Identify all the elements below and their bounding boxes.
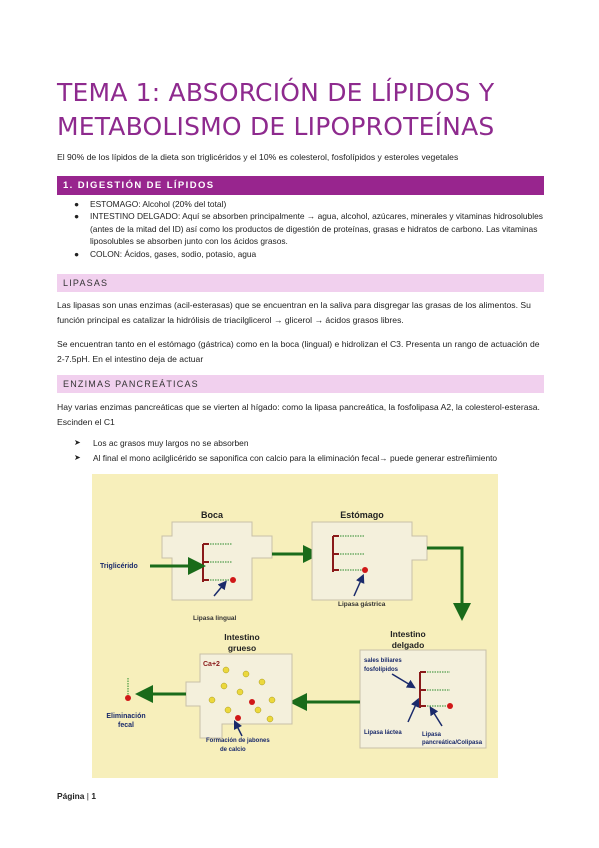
footer-label: Página xyxy=(57,791,85,801)
triglyceride-molecule-2 xyxy=(332,535,368,573)
intestino-delgado-box xyxy=(359,649,487,749)
sales-biliares-label: sales biliares xyxy=(364,658,402,664)
triglyceride-molecule-3 xyxy=(419,671,453,709)
section-heading-label: 1. DIGESTIÓN DE LÍPIDOS xyxy=(63,180,215,191)
boca-box xyxy=(161,521,273,601)
estomago-label: Estómago xyxy=(340,510,384,520)
intestino-grueso-box xyxy=(185,653,293,739)
list-item: ●ESTOMAGO: Alcohol (20% del total) xyxy=(74,199,227,209)
lipasas-paragraph-1: Las lipasas son unas enzimas (acil-ester… xyxy=(57,300,531,325)
intro-text: El 90% de los lípidos de la dieta son tr… xyxy=(57,152,459,162)
section-heading-lipasas: LIPASAS xyxy=(57,274,544,292)
section-heading-digestion: 1. DIGESTIÓN DE LÍPIDOS xyxy=(57,176,544,195)
calcium-dots xyxy=(208,666,276,723)
intestino-delgado-label-2: delgado xyxy=(392,640,425,650)
lipasa-pancreatica-label-2: pancreática/Colipasa xyxy=(422,740,483,746)
page-footer: Página | 1 xyxy=(57,791,96,801)
lipasa-pancreatica-label-1: Lipasa xyxy=(422,732,442,738)
lipasa-lingual-label: Lipasa lingual xyxy=(193,615,237,622)
list-item: ➤Al final el mono acilglicérido se sapon… xyxy=(57,451,557,466)
calcio-label: Ca+2 xyxy=(203,661,220,668)
list-item: ●INTESTINO DELGADO: Aquí se absorben pri… xyxy=(74,211,543,247)
list-item: ●COLON: Ácidos, gases, sodio, potasio, a… xyxy=(74,248,257,259)
bullet-icon: ● xyxy=(74,199,80,209)
lipasa-lactea-label: Lipasa láctea xyxy=(364,730,402,736)
page-title: TEMA 1: ABSORCIÓN DE LÍPIDOS Y METABOLIS… xyxy=(57,78,495,141)
intestino-grueso-label-1: Intestino xyxy=(224,632,259,642)
lipasas-paragraph-2: Se encuentran tanto en el estómago (gást… xyxy=(57,339,540,364)
section-heading-label: LIPASAS xyxy=(63,278,109,288)
section-heading-enzimas: ENZIMAS PANCREÁTICAS xyxy=(57,375,544,393)
trigliceridos-label: Triglicérido xyxy=(100,563,138,570)
formacion-label-1: Formación de jabones xyxy=(206,738,270,744)
eliminacion-label-2: fecal xyxy=(118,722,134,729)
arrow-bullet-icon: ➤ xyxy=(74,452,81,462)
intestino-grueso-label-2: grueso xyxy=(228,643,256,653)
enzimas-paragraph: Hay varias enzimas pancreáticas que se v… xyxy=(57,402,540,427)
flow-arrow-estomago-delgado xyxy=(427,546,471,621)
digestion-list: ●ESTOMAGO: Alcohol (20% del total) ●INTE… xyxy=(57,198,547,260)
bullet-icon: ● xyxy=(74,211,80,222)
bullet-icon: ● xyxy=(74,248,80,259)
digestion-diagram: Boca Lipasa lingual Triglicérido Estómag… xyxy=(92,474,498,778)
fosfolipidos-label: fosfolípidos xyxy=(364,667,399,673)
residual-molecule xyxy=(125,678,131,701)
estomago-box xyxy=(311,521,428,601)
formacion-label-2: de calcio xyxy=(220,747,246,753)
enzimas-list: ➤Los ac grasos muy largos no se absorben… xyxy=(57,436,557,465)
boca-label: Boca xyxy=(201,510,224,520)
lipasa-gastrica-label: Lipasa gástrica xyxy=(338,601,386,608)
list-item: ➤Los ac grasos muy largos no se absorben xyxy=(57,436,557,451)
arrow-bullet-icon: ➤ xyxy=(74,438,81,447)
eliminacion-label-1: Eliminación xyxy=(106,713,145,720)
section-heading-label: ENZIMAS PANCREÁTICAS xyxy=(63,379,199,389)
page-number: 1 xyxy=(91,791,96,801)
intestino-delgado-label-1: Intestino xyxy=(390,629,425,639)
